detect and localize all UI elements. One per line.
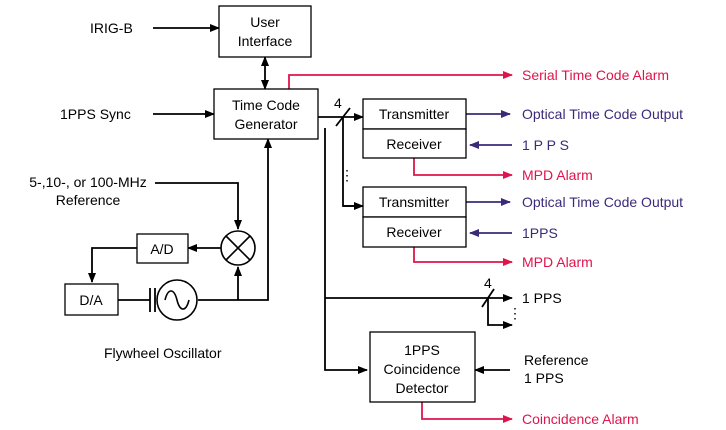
transceiver-1: Transmitter Receiver <box>362 98 467 159</box>
ref-wire <box>155 182 242 230</box>
reference-pps-line2: 1 PPS <box>524 370 564 386</box>
tcg-line1: Time Code <box>232 97 300 113</box>
pps-drop-wire <box>487 298 513 329</box>
oscillator-label: Flywheel Oscillator <box>104 345 222 361</box>
mpd-alarm-2-wire <box>413 247 513 266</box>
reference-pps-line1: Reference <box>524 352 589 368</box>
osc-tcg-wire <box>198 138 272 301</box>
ad-block: A/D <box>136 233 189 264</box>
ellipsis-pps: ⋮ <box>508 305 522 321</box>
pps-in-1-label: 1 P P S <box>522 137 569 153</box>
coincidence-alarm-label: Coincidence Alarm <box>522 411 639 427</box>
transmitter-1-label: Transmitter <box>379 106 450 122</box>
mpd-alarm-1-label: MPD Alarm <box>522 167 593 183</box>
mixer-icon <box>220 230 256 266</box>
reference-line2: Reference <box>56 192 121 208</box>
coincidence-line2: Coincidence <box>383 361 460 377</box>
coincidence-line3: Detector <box>396 380 449 396</box>
optical-1-label: Optical Time Code Output <box>522 106 683 122</box>
coincidence-alarm-wire <box>421 402 513 423</box>
tcg-down-wire <box>324 128 368 374</box>
tcg-line2: Generator <box>234 116 297 132</box>
time-code-generator-block: Time Code Generator <box>213 88 319 140</box>
serial-alarm-label: Serial Time Code Alarm <box>522 67 669 83</box>
user-interface-line2: Interface <box>238 33 293 49</box>
ad-da-wire <box>88 247 137 283</box>
mpd-alarm-1-wire <box>413 158 513 179</box>
transceiver-2: Transmitter Receiver <box>362 186 467 248</box>
irig-label: IRIG-B <box>90 20 133 36</box>
da-block: D/A <box>64 283 119 316</box>
bus-width-pps: 4 <box>484 275 492 291</box>
pps-in-2-label: 1PPS <box>522 225 558 241</box>
ellipsis-transceivers: ⋮ <box>340 167 354 183</box>
sync-label: 1PPS Sync <box>60 106 131 122</box>
transmitter-2-label: Transmitter <box>379 194 450 210</box>
coincidence-detector-block: 1PPS Coincidence Detector <box>369 331 476 403</box>
user-interface-line1: User <box>250 14 280 30</box>
serial-alarm-wire <box>288 71 513 89</box>
receiver-2-label: Receiver <box>386 224 442 240</box>
mpd-alarm-2-label: MPD Alarm <box>522 254 593 270</box>
bus-width-top: 4 <box>334 95 342 111</box>
da-label: D/A <box>79 292 103 308</box>
pps-out-label: 1 PPS <box>522 290 562 306</box>
ad-label: A/D <box>150 241 173 257</box>
reference-line1: 5-,10-, or 100-MHz <box>29 174 146 190</box>
user-interface-block: User Interface <box>218 5 312 58</box>
oscillator-icon <box>149 279 198 321</box>
optical-2-label: Optical Time Code Output <box>522 194 683 210</box>
coincidence-line1: 1PPS <box>404 342 440 358</box>
receiver-1-label: Receiver <box>386 136 442 152</box>
bus-slash <box>335 107 351 127</box>
